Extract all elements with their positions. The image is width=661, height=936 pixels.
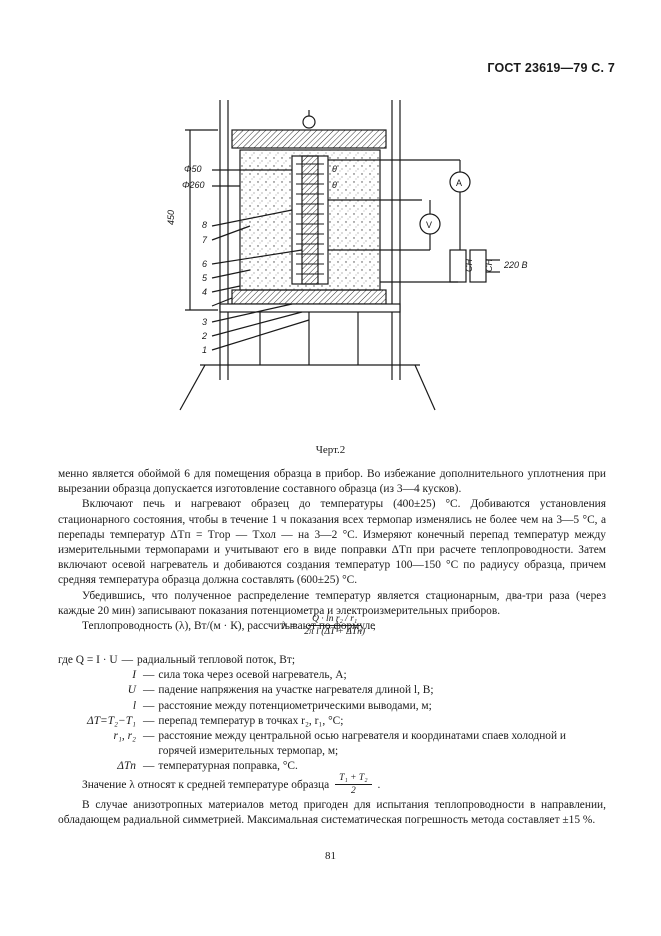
definition-symbol: ΔT=T₂−T₁ xyxy=(87,714,136,727)
definition-text: температурная поправка, °С. xyxy=(158,760,298,773)
label-d260: Φ260 xyxy=(182,180,205,190)
voltmeter-label: V xyxy=(426,220,432,230)
paragraph-3: Убедившись, что полученное распределение… xyxy=(58,589,606,617)
definition-row: r₁, r₂ — расстояние между центральной ос… xyxy=(58,729,606,759)
label-7: 7 xyxy=(202,235,208,245)
mean-denominator: 2 xyxy=(350,786,356,796)
body-text: менно является обоймой 6 для помещения о… xyxy=(58,467,606,634)
mean-tail: . xyxy=(377,778,381,791)
definition-symbol: r₁, r₂ xyxy=(113,730,136,743)
mean-numerator: T₁ + T₂ xyxy=(335,773,372,785)
mean-text: Значение λ относят к средней температуре… xyxy=(82,778,330,791)
paragraph-2: Включают печь и нагревают образец до тем… xyxy=(58,498,606,587)
label-8: 8 xyxy=(202,220,207,230)
voltage-label: 220 В xyxy=(503,260,528,270)
label-5: 5 xyxy=(202,273,208,283)
definition-row: ΔT=T₂−T₁ — перепад температур в точках r… xyxy=(58,714,606,729)
page-number: 81 xyxy=(325,850,336,862)
formula-tail: , xyxy=(372,619,376,632)
formula-numerator: Q · ln r₂ / r₁ xyxy=(308,614,362,626)
definition-row: ΔTп — температурная поправка, °С. xyxy=(58,759,606,774)
definition-row: l — расстояние между потенциометрическим… xyxy=(58,699,606,714)
definition-symbol: U xyxy=(127,684,136,697)
formula-fraction: Q · ln r₂ / r₁ 2π l (ΔT + ΔTп) xyxy=(300,614,369,637)
definition-row: I — сила тока через осевой нагреватель, … xyxy=(58,668,606,683)
label-2: 2 xyxy=(201,331,207,341)
definition-text: перепад температур в точках r₂, r₁, °С; xyxy=(158,714,344,727)
definition-row: U — падение напряжения на участке нагрев… xyxy=(58,683,606,698)
definition-symbol: ΔTп xyxy=(117,760,136,773)
label-theta-2: θ xyxy=(332,180,337,190)
conductivity-formula: λ = Q · ln r₂ / r₁ 2π l (ΔT + ΔTп) , xyxy=(282,614,376,637)
mean-fraction: T₁ + T₂ 2 xyxy=(335,773,372,796)
label-d50: Φ50 xyxy=(184,164,202,174)
definition-row: где Q = I · U — радиальный тепловой пото… xyxy=(58,653,606,668)
page-header: ГОСТ 23619—79 С. 7 xyxy=(487,61,615,75)
ch-label-2: СН xyxy=(484,259,494,272)
apparatus-svg: Φ50 Φ260 450 8 7 6 5 4 3 2 1 θ θ A V СН … xyxy=(166,100,528,411)
label-6: 6 xyxy=(202,259,207,269)
definition-symbol: l xyxy=(132,699,136,712)
apparatus-drawing: Φ50 Φ260 450 8 7 6 5 4 3 2 1 θ θ A V СН … xyxy=(160,100,580,420)
label-1: 1 xyxy=(202,345,207,355)
ammeter-label: A xyxy=(456,178,462,188)
definition-text: расстояние между потенциометрическими вы… xyxy=(158,699,432,712)
definition-text: падение напряжения на участке нагревател… xyxy=(158,684,434,697)
label-3: 3 xyxy=(202,317,207,327)
ch-label-1: СН xyxy=(464,259,474,272)
label-theta-1: θ xyxy=(332,164,337,174)
definition-text: радиальный тепловой поток, Вт; xyxy=(137,654,295,666)
formula-lhs: λ = xyxy=(282,619,297,632)
label-4: 4 xyxy=(202,287,207,297)
label-h450: 450 xyxy=(166,210,176,225)
definitions-list: где Q = I · U — радиальный тепловой пото… xyxy=(58,653,606,775)
final-paragraph: В случае анизотропных материалов метод п… xyxy=(58,799,606,827)
definition-symbol: I xyxy=(132,669,136,682)
paragraph-1: менно является обоймой 6 для помещения о… xyxy=(58,468,606,496)
definition-symbol: где Q = I · U xyxy=(58,654,118,666)
definition-text: сила тока через осевой нагреватель, А; xyxy=(158,669,347,682)
formula-denominator: 2π l (ΔT + ΔTп) xyxy=(304,627,365,637)
figure-caption: Черт.2 xyxy=(315,444,346,456)
definition-text: расстояние между центральной осью нагрев… xyxy=(158,730,567,758)
mean-temperature-line: Значение λ относят к средней температуре… xyxy=(82,773,380,796)
paragraph-4: Теплопроводность (λ), Вт/(м · К), рассчи… xyxy=(82,620,376,633)
